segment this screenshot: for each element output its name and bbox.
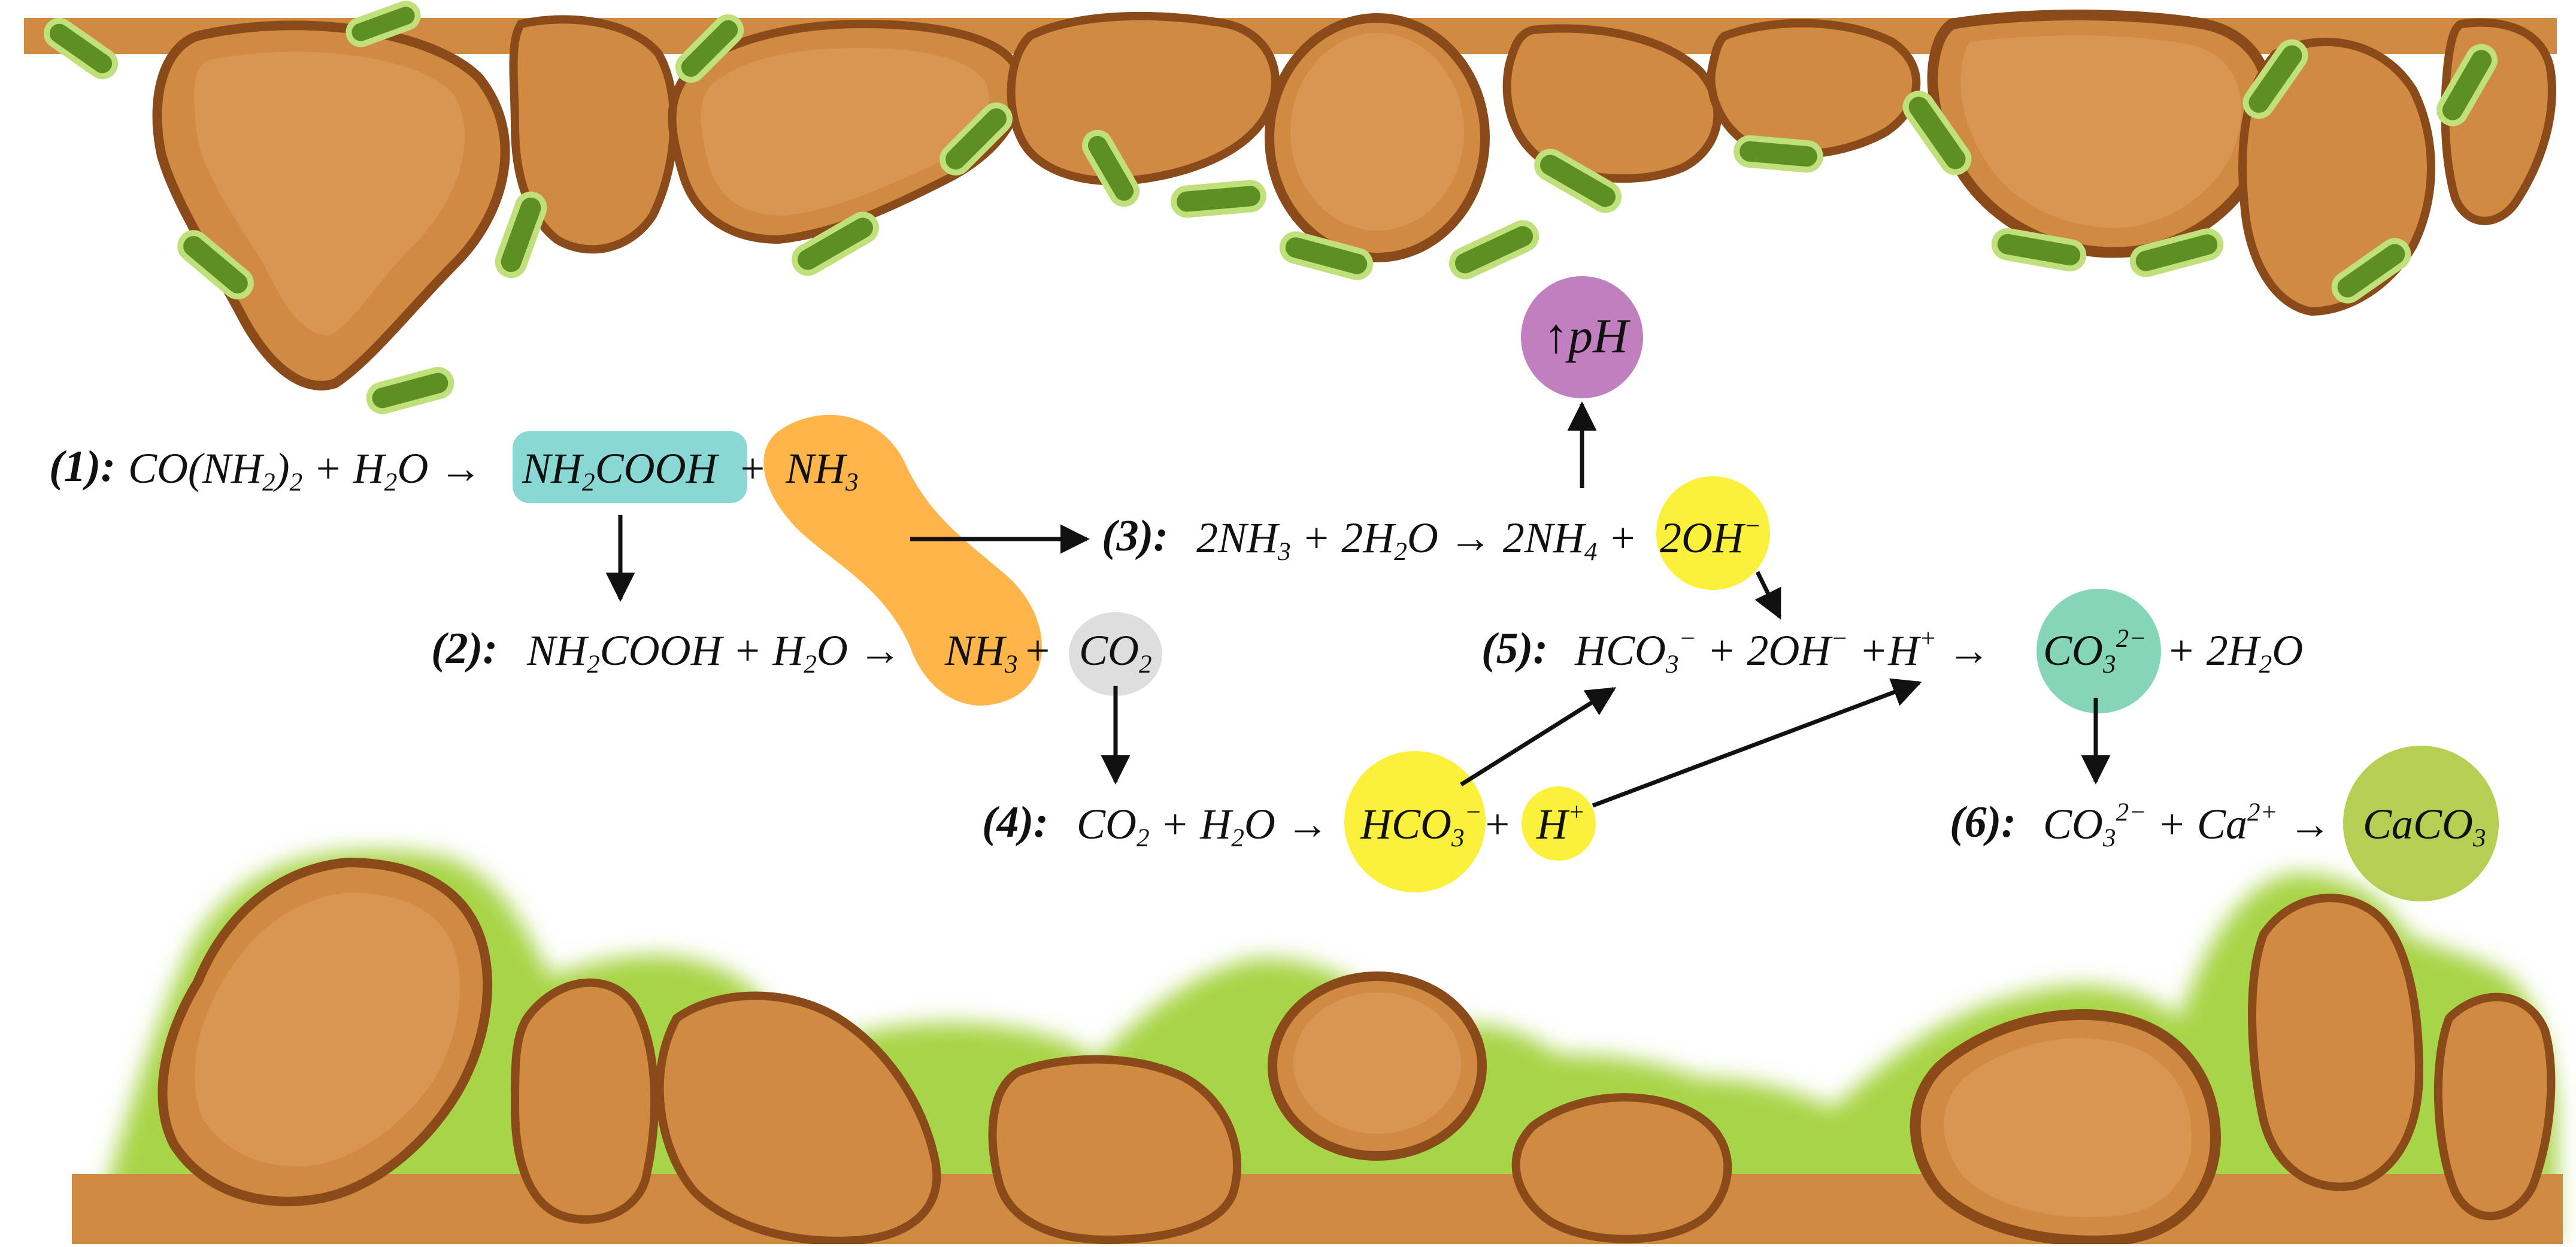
reaction-2-product-nh3: NH3 — [945, 626, 1018, 679]
bacterium — [1991, 228, 2087, 272]
highlight-layer — [513, 276, 2499, 901]
reaction-1-reactants: CO(NH2)2 + H2O → — [128, 444, 483, 497]
reaction-3-product-oh: 2OH− — [1660, 511, 1762, 562]
reaction-3-reactants: 2NH3 + 2H2O → 2NH4 + — [1196, 514, 1638, 566]
ph-label: pH — [1568, 308, 1629, 363]
nh3-transfer-highlight — [763, 414, 1042, 706]
bottom-grain — [1293, 992, 1461, 1134]
reaction-6-product-caco3: CaCO3 — [2363, 800, 2486, 852]
bottom-grain — [655, 991, 941, 1245]
bacterium — [792, 211, 879, 276]
bacterium — [1734, 135, 1823, 173]
hco3-highlight — [1344, 751, 1486, 892]
arrow-oh-to-5 — [1754, 571, 1782, 620]
top-grain — [509, 15, 678, 254]
bacterium — [1082, 129, 1139, 207]
reaction-1-product-nh2cooh: NH2COOH — [522, 444, 717, 497]
reaction-1-label: (1): — [49, 442, 116, 491]
top-grain — [1290, 33, 1464, 231]
reaction-1-plus: + — [738, 444, 767, 492]
bacterium — [2129, 228, 2224, 277]
arrow-hco3-to-5 — [1460, 687, 1617, 786]
reaction-3-label: (3): — [1102, 511, 1168, 561]
bacterium — [1534, 149, 1622, 213]
bacterium — [2242, 39, 2308, 119]
oh-highlight — [1656, 476, 1770, 590]
reaction-5-reactants: HCO3− + 2OH− +H+ → — [1575, 624, 1991, 679]
bacterium — [940, 102, 1013, 175]
arrow-layer — [605, 401, 2111, 808]
bacterium — [366, 367, 454, 414]
top-grain — [1960, 35, 2242, 228]
top-grain — [1707, 19, 1921, 159]
bottom-grain — [2248, 894, 2424, 1191]
bacterium — [495, 191, 547, 279]
bacterium — [1448, 220, 1539, 280]
reaction-4-label: (4): — [982, 798, 1048, 847]
ph-badge: ↑pH — [1544, 311, 1628, 361]
bacterium — [346, 1, 421, 47]
bottom-grain — [2433, 992, 2556, 1221]
reaction-4-reactants: CO2 + H2O → — [1077, 800, 1329, 852]
bacterium — [2331, 238, 2411, 304]
ph-highlight — [1521, 276, 1643, 398]
bottom-soil-layer — [72, 850, 2563, 1246]
ph-arrow-icon: ↑ — [1544, 308, 1568, 363]
bacterium — [1902, 90, 1972, 175]
top-grain — [1502, 24, 1722, 183]
reaction-6-label: (6): — [1950, 798, 2016, 847]
bacterium — [675, 14, 744, 83]
reaction-1-product-nh3: NH3 — [786, 444, 859, 497]
arrow-h-to-5 — [1592, 678, 1922, 808]
bacterium — [43, 17, 119, 80]
top-soil-layer — [24, 1, 2557, 414]
top-grain — [1007, 11, 1280, 186]
reaction-2-label: (2): — [431, 624, 498, 673]
caco3-highlight — [2343, 746, 2499, 901]
bottom-grain — [195, 892, 460, 1167]
reaction-5-product-water: + 2H2O — [2166, 626, 2304, 679]
top-grain — [701, 48, 989, 216]
reaction-2-plus: + — [1023, 626, 1052, 674]
reaction-4-product-h: H+ — [1536, 798, 1586, 848]
bottom-grain — [510, 978, 659, 1224]
reaction-6-reactants: CO32− + Ca2+ → — [2043, 798, 2332, 852]
bacterium — [1171, 180, 1266, 218]
h-highlight — [1522, 786, 1596, 861]
reaction-4-product-hco3: HCO3− — [1360, 798, 1482, 852]
bottom-grain — [988, 1055, 1242, 1245]
bacterium — [2436, 44, 2498, 126]
reaction-5-label: (5): — [1481, 624, 1548, 673]
bacterium — [1279, 231, 1374, 280]
co2-highlight — [1069, 612, 1162, 696]
bottom-grain — [1511, 1093, 1732, 1243]
top-grain — [194, 52, 465, 335]
reaction-4-plus: + — [1483, 800, 1512, 848]
reaction-5-product-co3: CO32− — [2043, 624, 2147, 679]
bottom-grain — [1944, 1038, 2192, 1218]
nh2cooh-highlight — [513, 431, 747, 503]
bacteria-cluster — [43, 1, 2498, 414]
co3-highlight — [2036, 589, 2161, 713]
reaction-2-product-co2: CO2 — [1079, 626, 1152, 679]
reaction-2-reactants: NH2COOH + H2O → — [527, 626, 902, 679]
bacterium — [177, 230, 254, 299]
